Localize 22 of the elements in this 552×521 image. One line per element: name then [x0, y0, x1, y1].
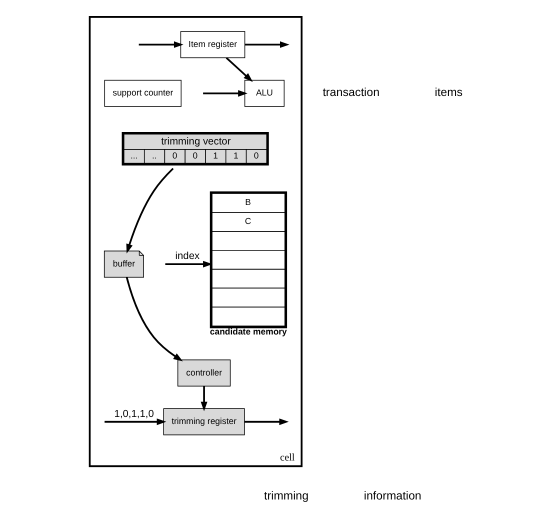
arrow	[126, 168, 174, 254]
arrow	[164, 260, 212, 268]
arrow	[125, 277, 182, 362]
node-box: trimming register	[162, 408, 244, 436]
arrow	[200, 386, 207, 412]
arrow	[225, 57, 252, 82]
node-box: ALU	[244, 80, 284, 107]
arrow	[202, 90, 248, 97]
node-label: candidate memory	[209, 326, 286, 336]
label: items	[434, 86, 462, 100]
arrow	[244, 41, 289, 48]
edge-label: index	[174, 251, 200, 262]
node-box: support counter	[104, 80, 181, 107]
arrow	[244, 418, 288, 426]
edge-label: 1,0,1,1,0	[114, 408, 154, 420]
node-box: Item register	[180, 31, 245, 58]
label: trimming	[264, 490, 308, 503]
label: information	[363, 490, 421, 503]
node-box: controller	[176, 360, 230, 386]
label: transaction	[322, 86, 380, 100]
arrow	[104, 418, 166, 426]
arrow	[138, 41, 183, 48]
